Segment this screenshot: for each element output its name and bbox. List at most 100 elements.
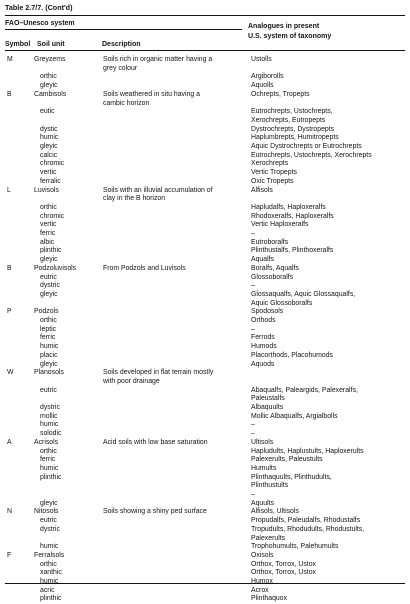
- symbol-cell: A: [7, 438, 12, 446]
- analogue-cell: Aquic Glossoboralfs: [251, 299, 313, 307]
- subunit-cell: eutic: [40, 108, 55, 116]
- subunit-cell: plinthic: [40, 247, 62, 255]
- analogue-cell: Acrox: [251, 586, 269, 594]
- analogue-cell: –: [251, 430, 255, 438]
- table-row: Palexerults: [0, 535, 410, 544]
- analogue-cell: Alfisols: [251, 186, 273, 194]
- table-row: Plinthustults: [0, 482, 410, 491]
- table-row: clay in the B horizon: [0, 195, 410, 204]
- subunit-cell: humic: [40, 543, 59, 551]
- analogue-cell: –: [251, 491, 255, 498]
- symbol-cell: B: [7, 90, 12, 98]
- subunit-cell: leptic: [40, 325, 57, 333]
- analogue-cell: Eutrochrepts, Ustochrepts, Xerochrepts: [251, 151, 372, 159]
- subunit-cell: orthic: [40, 317, 57, 324]
- table-row: Aquic Glossoboralfs: [0, 300, 410, 309]
- subunit-cell: dystric: [40, 525, 60, 533]
- subunit-cell: calcic: [40, 151, 58, 159]
- analogue-cell: Argiborolls: [251, 73, 284, 81]
- description-cell: cambic horizon: [103, 99, 150, 107]
- table-row: dystric–: [0, 282, 410, 291]
- analogue-cell: Alfisols, Ultisols: [251, 508, 299, 516]
- subunit-cell: humic: [40, 464, 59, 472]
- analogue-cell: –: [251, 421, 255, 429]
- subunit-cell: orthic: [40, 560, 57, 568]
- analogue-cell: Rhodoxeralfs, Haploxeralfs: [251, 212, 334, 220]
- subunit-cell: eutric: [40, 517, 57, 525]
- description-cell: Soils rich in organic matter having a: [103, 56, 213, 63]
- table-row: orthic Hapludalfs, Haploxeralfs: [0, 204, 410, 213]
- description-cell: with poor drainage: [103, 377, 160, 385]
- subunit-cell: dystric: [40, 282, 60, 290]
- table-row: humic–: [0, 421, 410, 430]
- symbol-cell: F: [7, 551, 12, 559]
- soil-unit-cell: Podzols: [34, 308, 59, 316]
- subunit-cell: dystic: [40, 125, 58, 133]
- table-row: ferric Palexerults, Paleustults: [0, 456, 410, 465]
- subunit-cell: ferric: [40, 230, 56, 237]
- table-row: –: [0, 491, 410, 500]
- soil-unit-cell: Acrisols: [34, 438, 59, 446]
- symbol-cell: N: [7, 508, 12, 516]
- analogue-cell: Hapludalfs, Haploxeralfs: [251, 203, 326, 211]
- analogue-cell: Ochrepts, Tropepts: [251, 90, 310, 98]
- table-row: orthic Orthods: [0, 317, 410, 326]
- soil-unit-cell: Cambisols: [34, 90, 67, 98]
- table-row: grey colour: [0, 65, 410, 74]
- table-row: ferralic Oxic Tropepts: [0, 178, 410, 187]
- subunit-cell: vertic: [40, 221, 57, 229]
- soil-unit-cell: Greyzems: [34, 56, 66, 63]
- analogue-cell: Orthods: [251, 317, 276, 324]
- subunit-cell: eutric: [40, 273, 57, 281]
- description-cell: grey colour: [103, 64, 138, 72]
- subunit-cell: ferralic: [40, 177, 61, 185]
- description-cell: Soils developed in flat terrain mostly: [103, 369, 214, 377]
- analogue-cell: Haplumbrepts, Humitropepts: [251, 134, 339, 142]
- table-row: cambic horizon: [0, 100, 410, 109]
- description-cell: Soils showing a shiny ped surface: [103, 508, 207, 516]
- description-cell: Acid soils with low base saturation: [103, 438, 208, 446]
- analogue-cell: Boralfs, Aqualfs: [251, 264, 299, 272]
- table-row: orthic Orthox, Torrox, Ustox: [0, 561, 410, 570]
- analogue-cell: Orthox, Torrox, Ustox: [251, 560, 316, 568]
- analogue-cell: –: [251, 230, 255, 237]
- analogue-cell: Oxic Tropepts: [251, 177, 294, 185]
- top-rule: [5, 15, 405, 16]
- analogue-cell: Eutrochrepts, Ustochrepts,: [251, 108, 333, 116]
- analogue-cell: Palexerults, Paleustults: [251, 456, 323, 464]
- analogue-cell: Propudalfs, Paleudalfs, Rhodustalfs: [251, 517, 361, 525]
- subunit-cell: humic: [40, 134, 59, 142]
- symbol-cell: B: [7, 264, 12, 272]
- subunit-cell: ferric: [40, 456, 56, 464]
- analogue-cell: Ultisols: [251, 438, 274, 446]
- subunit-cell: orthic: [40, 203, 57, 211]
- analogue-cell: Humods: [251, 343, 277, 351]
- analogue-cell: Plinthaquults, Plinthudults,: [251, 473, 332, 481]
- subunit-cell: chromic: [40, 212, 65, 220]
- subunit-cell: dystric: [40, 404, 60, 411]
- subunit-cell: xanthic: [40, 569, 62, 577]
- table-caption: Table 2.7/7. (Cont'd): [5, 3, 73, 12]
- symbol-cell: L: [7, 186, 11, 194]
- analogue-cell: Aquic Dystrochrepts or Eutrochrepts: [251, 143, 362, 150]
- analogue-cell: Plinthustults: [251, 482, 289, 490]
- table-row: humic Haplumbrepts, Humitropepts: [0, 134, 410, 143]
- analogue-cell: Aquolls: [251, 82, 274, 90]
